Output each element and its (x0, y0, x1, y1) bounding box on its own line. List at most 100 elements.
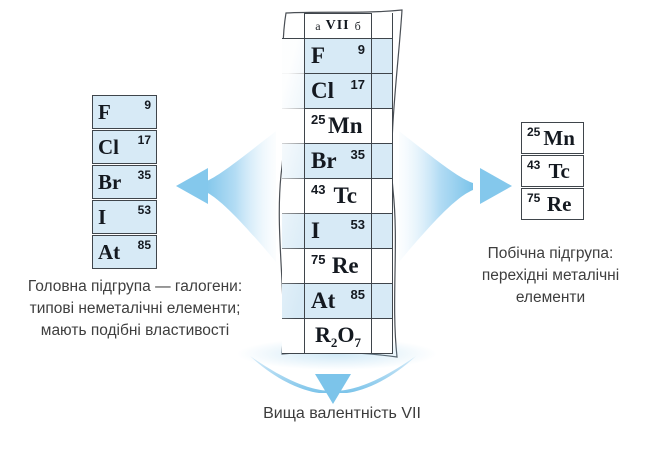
element-cell-F: F 9 (304, 38, 372, 74)
strip-side-cell (372, 248, 393, 284)
formula-subscript: 7 (354, 335, 362, 350)
element-symbol: At (98, 240, 121, 264)
metal-cell-Re: 75 Re (521, 188, 584, 220)
main-subgroup-caption: Головна підгрупа — галогени: типові неме… (5, 276, 265, 342)
strip-row-F: F 9 (282, 38, 393, 74)
element-symbol: I (98, 205, 107, 229)
group-number-label: VII (325, 18, 350, 33)
element-symbol: F (98, 100, 111, 124)
atomic-number: 53 (350, 217, 365, 232)
element-symbol: Tc (333, 183, 357, 208)
element-cell-Re: 75 Re (304, 248, 372, 284)
formula-subscript: 2 (330, 335, 338, 350)
strip-header-side (372, 13, 393, 39)
atomic-number: 85 (137, 238, 151, 252)
element-symbol: Mn (327, 113, 363, 138)
atomic-number: 17 (137, 133, 151, 147)
atomic-number: 35 (350, 147, 365, 162)
atomic-number: 75 (311, 252, 326, 267)
formula-element: O (337, 322, 355, 347)
halogen-cell-I: I 53 (92, 200, 157, 234)
atomic-number: 9 (357, 42, 365, 57)
element-symbol: Re (546, 192, 572, 216)
element-cell-Tc: 43 Tc (304, 178, 372, 214)
strip-margin-cell (282, 318, 304, 354)
element-cell-Cl: Cl 17 (304, 73, 372, 109)
metal-cell-Tc: 43 Tc (521, 155, 584, 187)
strip-row-I: I 53 (282, 213, 393, 249)
strip-side-cell (372, 73, 393, 109)
caption-line: Побічна підгрупа: (487, 245, 614, 262)
atomic-number: 75 (527, 191, 541, 205)
right-arrow (399, 131, 512, 262)
side-subgroup-table: 25 Mn 43 Tc 75 Re (521, 122, 584, 220)
group-header-cell: а VII б (304, 13, 372, 39)
strip-row-Re: 75 Re (282, 248, 393, 284)
strip-row-Br: Br 35 (282, 143, 393, 179)
strip-margin-cell (282, 213, 304, 249)
strip-margin-cell (282, 73, 304, 109)
strip-margin-cell (282, 178, 304, 214)
halogen-cell-Br: Br 35 (92, 165, 157, 199)
strip-header-row: а VII б (282, 13, 393, 39)
halogen-cell-At: At 85 (92, 235, 157, 269)
strip-side-cell (372, 283, 393, 319)
element-cell-I: I 53 (304, 213, 372, 249)
atomic-number: 43 (527, 158, 541, 172)
strip-row-At: At 85 (282, 283, 393, 319)
strip-row-Tc: 43 Tc (282, 178, 393, 214)
element-symbol: Tc (548, 159, 570, 183)
atomic-number: 9 (144, 98, 151, 112)
halogen-cell-Cl: Cl 17 (92, 130, 157, 164)
caption-line: типові неметалічні елементи; (29, 300, 241, 317)
strip-side-cell (372, 38, 393, 74)
element-symbol: Cl (98, 135, 119, 159)
metal-cell-Mn: 25 Mn (521, 122, 584, 154)
strip-margin-cell (282, 283, 304, 319)
element-symbol: Cl (311, 78, 334, 103)
element-symbol: Mn (543, 126, 575, 150)
strip-side-cell (372, 178, 393, 214)
element-symbol: F (311, 43, 326, 68)
element-symbol: I (311, 218, 320, 243)
atomic-number: 43 (311, 182, 326, 197)
atomic-number: 53 (137, 203, 151, 217)
caption-line: Головна підгрупа — галогени: (27, 278, 243, 295)
group-vii-strip: а VII б F 9 Cl 17 25 (282, 13, 393, 354)
element-symbol: Re (331, 253, 359, 278)
left-arrow (176, 131, 276, 262)
strip-side-cell (372, 108, 393, 144)
strip-margin-cell (282, 143, 304, 179)
caption-line: перехідні металічні (481, 267, 620, 284)
strip-margin-cell (282, 248, 304, 284)
halogen-cell-F: F 9 (92, 95, 157, 129)
element-symbol: At (311, 288, 336, 313)
side-subgroup-caption: Побічна підгрупа: перехідні металічні ел… (458, 243, 643, 309)
strip-side-cell (372, 213, 393, 249)
element-cell-At: At 85 (304, 283, 372, 319)
down-arrow (250, 356, 416, 404)
strip-header-margin (282, 13, 304, 39)
strip-row-oxide: R 2 O 7 (282, 318, 393, 354)
atomic-number: 17 (350, 77, 365, 92)
atomic-number: 85 (350, 287, 365, 302)
main-subgroup-table: F 9 Cl 17 Br 35 I 53 At 85 (92, 95, 157, 269)
side-subgroup-letter: б (354, 18, 361, 33)
element-cell-Mn: 25 Mn (304, 108, 372, 144)
strip-margin-cell (282, 108, 304, 144)
atomic-number: 25 (527, 125, 541, 139)
element-symbol: Br (311, 148, 337, 173)
strip-margin-cell (282, 38, 304, 74)
oxide-formula-cell: R 2 O 7 (304, 318, 372, 354)
strip-side-cell (372, 318, 393, 354)
caption-line: мають подібні властивості (40, 322, 230, 339)
strip-side-cell (372, 143, 393, 179)
atomic-number: 25 (311, 112, 326, 127)
caption-line: елементи (515, 289, 586, 306)
formula-element: R (314, 322, 331, 347)
valence-caption: Вища валентність VII (263, 405, 421, 422)
element-symbol: Br (98, 170, 122, 194)
strip-row-Cl: Cl 17 (282, 73, 393, 109)
element-cell-Br: Br 35 (304, 143, 372, 179)
